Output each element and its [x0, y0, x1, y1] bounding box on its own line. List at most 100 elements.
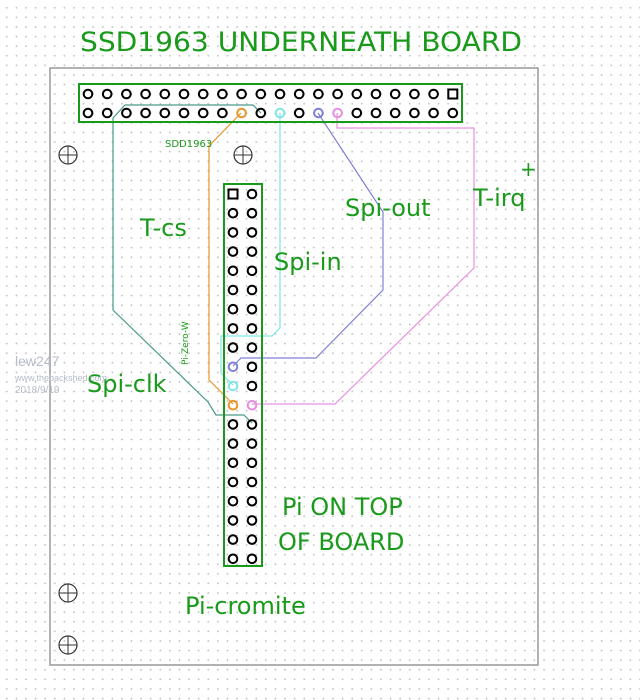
watermark-site: www.thebackshed.com	[14, 373, 107, 383]
header-pin	[246, 380, 258, 392]
header-pin	[255, 107, 267, 119]
label-t-irq: T-irq	[472, 184, 525, 212]
header-pin	[255, 88, 267, 100]
header-pin	[428, 88, 439, 100]
header-pin	[217, 88, 228, 100]
header-pin	[447, 88, 459, 100]
header-pin	[178, 107, 190, 119]
header-pin	[370, 107, 382, 119]
board-title: SSD1963 UNDERNEATH BOARD	[80, 27, 522, 58]
ssd1963-header-pins	[82, 88, 459, 119]
header-pin	[227, 284, 239, 296]
header-pin	[140, 88, 151, 100]
header-pin	[227, 380, 239, 392]
header-pin	[246, 553, 258, 565]
header-pin	[246, 303, 258, 315]
label-of-board: OF BOARD	[278, 528, 404, 556]
header-pin	[227, 553, 239, 565]
header-pin	[246, 323, 258, 334]
header-pin	[332, 88, 343, 100]
pi-header-label: Pi-Zero-W	[181, 321, 191, 365]
header-pin	[409, 107, 420, 119]
header-pin	[227, 476, 239, 488]
header-pin	[159, 107, 171, 119]
mounting-hole-crosshair	[59, 636, 77, 654]
header-pin	[246, 476, 258, 488]
header-pin	[197, 88, 209, 100]
header-pin	[159, 88, 171, 100]
mounting-hole-crosshair	[59, 146, 77, 164]
header-pin	[246, 246, 258, 257]
header-pin	[217, 107, 228, 119]
header-pin	[121, 88, 132, 100]
header-pin	[428, 107, 439, 119]
header-pin	[246, 188, 258, 200]
plus-marker: +	[520, 157, 537, 181]
header-pin	[82, 88, 94, 100]
header-pin	[227, 438, 239, 449]
watermark-author: lew247	[15, 353, 60, 369]
header-pin	[313, 88, 324, 100]
header-pin	[246, 534, 258, 545]
trace-spi-out	[232, 112, 384, 367]
trace-t-cs	[208, 112, 242, 405]
mounting-hole-crosshair	[59, 584, 77, 602]
mounting-holes	[58, 145, 253, 655]
header-pin	[246, 265, 258, 277]
header-pin	[227, 457, 239, 469]
footer-label: Pi-cromite	[185, 592, 306, 620]
trace-t-irq	[252, 113, 475, 405]
label-spi-clk: Spi-clk	[87, 370, 167, 398]
header-pin	[227, 515, 239, 526]
header-pin	[101, 107, 113, 119]
header-pin	[227, 227, 239, 238]
header-pin	[246, 438, 258, 449]
header-pin	[227, 207, 239, 219]
header-pin	[227, 495, 239, 507]
header-pin	[246, 342, 258, 353]
header-pin	[227, 361, 239, 373]
header-pin	[121, 107, 132, 119]
header-pin	[389, 88, 401, 100]
header-pin	[246, 207, 258, 219]
pi-header-pins	[227, 188, 258, 565]
label-spi-in: Spi-in	[274, 248, 342, 276]
header-pin	[293, 88, 305, 100]
header-pin	[101, 88, 113, 100]
header-pin	[197, 107, 209, 119]
header-pin	[178, 88, 190, 100]
trace-spi-clk	[112, 104, 262, 424]
header-pin	[227, 303, 239, 315]
header-pin	[313, 107, 324, 119]
header-pin	[246, 284, 258, 296]
header-pin	[274, 107, 286, 119]
header-pin	[332, 107, 343, 119]
header-pin	[293, 107, 305, 119]
ssd1963-header-outline	[78, 83, 463, 123]
label-spi-out: Spi-out	[345, 194, 431, 222]
header-pin	[351, 107, 363, 119]
header-pin	[246, 399, 258, 411]
header-pin	[236, 107, 247, 119]
header-pin	[246, 515, 258, 526]
header-pin	[227, 323, 239, 334]
header-pin	[274, 88, 286, 100]
header-pin	[246, 361, 258, 373]
header-pin	[246, 227, 258, 238]
header-pin	[246, 457, 258, 469]
header-pin	[227, 399, 239, 411]
label-t-cs: T-cs	[139, 214, 187, 242]
label-pi-on-top: Pi ON TOP	[282, 493, 403, 521]
header-pin	[227, 534, 239, 545]
header-pin	[351, 88, 363, 100]
header-pin	[370, 88, 382, 100]
header-pin	[246, 419, 258, 430]
header-pin	[227, 188, 239, 200]
ssd-header-label: SDD1963	[165, 139, 212, 150]
header-pin	[246, 495, 258, 507]
header-pin	[227, 342, 239, 353]
watermark-date: 2018/9/19	[15, 385, 60, 396]
header-pin	[227, 246, 239, 257]
header-pin	[82, 107, 94, 119]
header-pin	[409, 88, 420, 100]
